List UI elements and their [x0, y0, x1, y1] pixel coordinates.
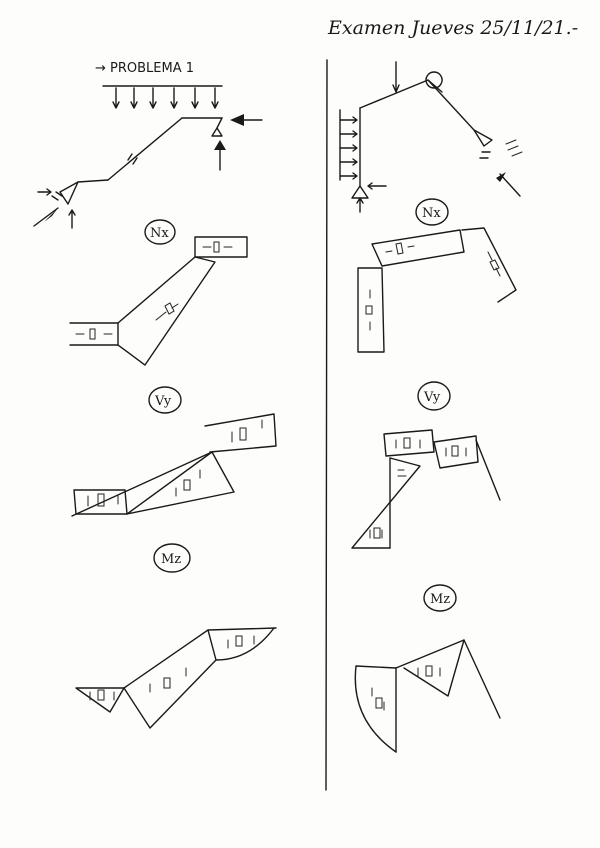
left-nx-label-group: Nx	[144, 219, 176, 245]
column-divider	[325, 59, 328, 791]
left-mz-diagram	[75, 627, 277, 729]
right-distributed-load	[339, 109, 358, 181]
left-nx-label: Nx	[150, 226, 169, 241]
right-nx-label: Nx	[422, 206, 441, 221]
right-mz-label-group: Mz	[423, 584, 457, 612]
left-vy-label-group: Vy	[148, 386, 182, 414]
left-structure	[77, 117, 223, 183]
left-nx-diagram	[69, 236, 248, 366]
left-vy-label: Vy	[154, 394, 172, 409]
right-vy-label-group: Vy	[417, 381, 451, 411]
left-mz-label-group: Mz	[153, 543, 191, 573]
right-nx-diagram	[357, 227, 517, 353]
right-bottom-support	[351, 182, 387, 213]
exam-title: Examen Jueves 25/11/21.-	[327, 17, 578, 39]
right-support	[211, 114, 263, 171]
problem-label: → PROBLEMA 1	[95, 61, 194, 76]
left-support	[33, 181, 79, 229]
right-vy-label: Vy	[423, 390, 441, 405]
left-mz-label: Mz	[161, 552, 181, 567]
right-nx-label-group: Nx	[415, 198, 449, 226]
left-vy-diagram	[71, 413, 277, 517]
right-mz-diagram	[354, 639, 501, 753]
right-vy-diagram	[351, 429, 501, 549]
right-structure	[359, 61, 523, 197]
right-mz-label: Mz	[430, 592, 450, 607]
distributed-load	[102, 85, 223, 109]
